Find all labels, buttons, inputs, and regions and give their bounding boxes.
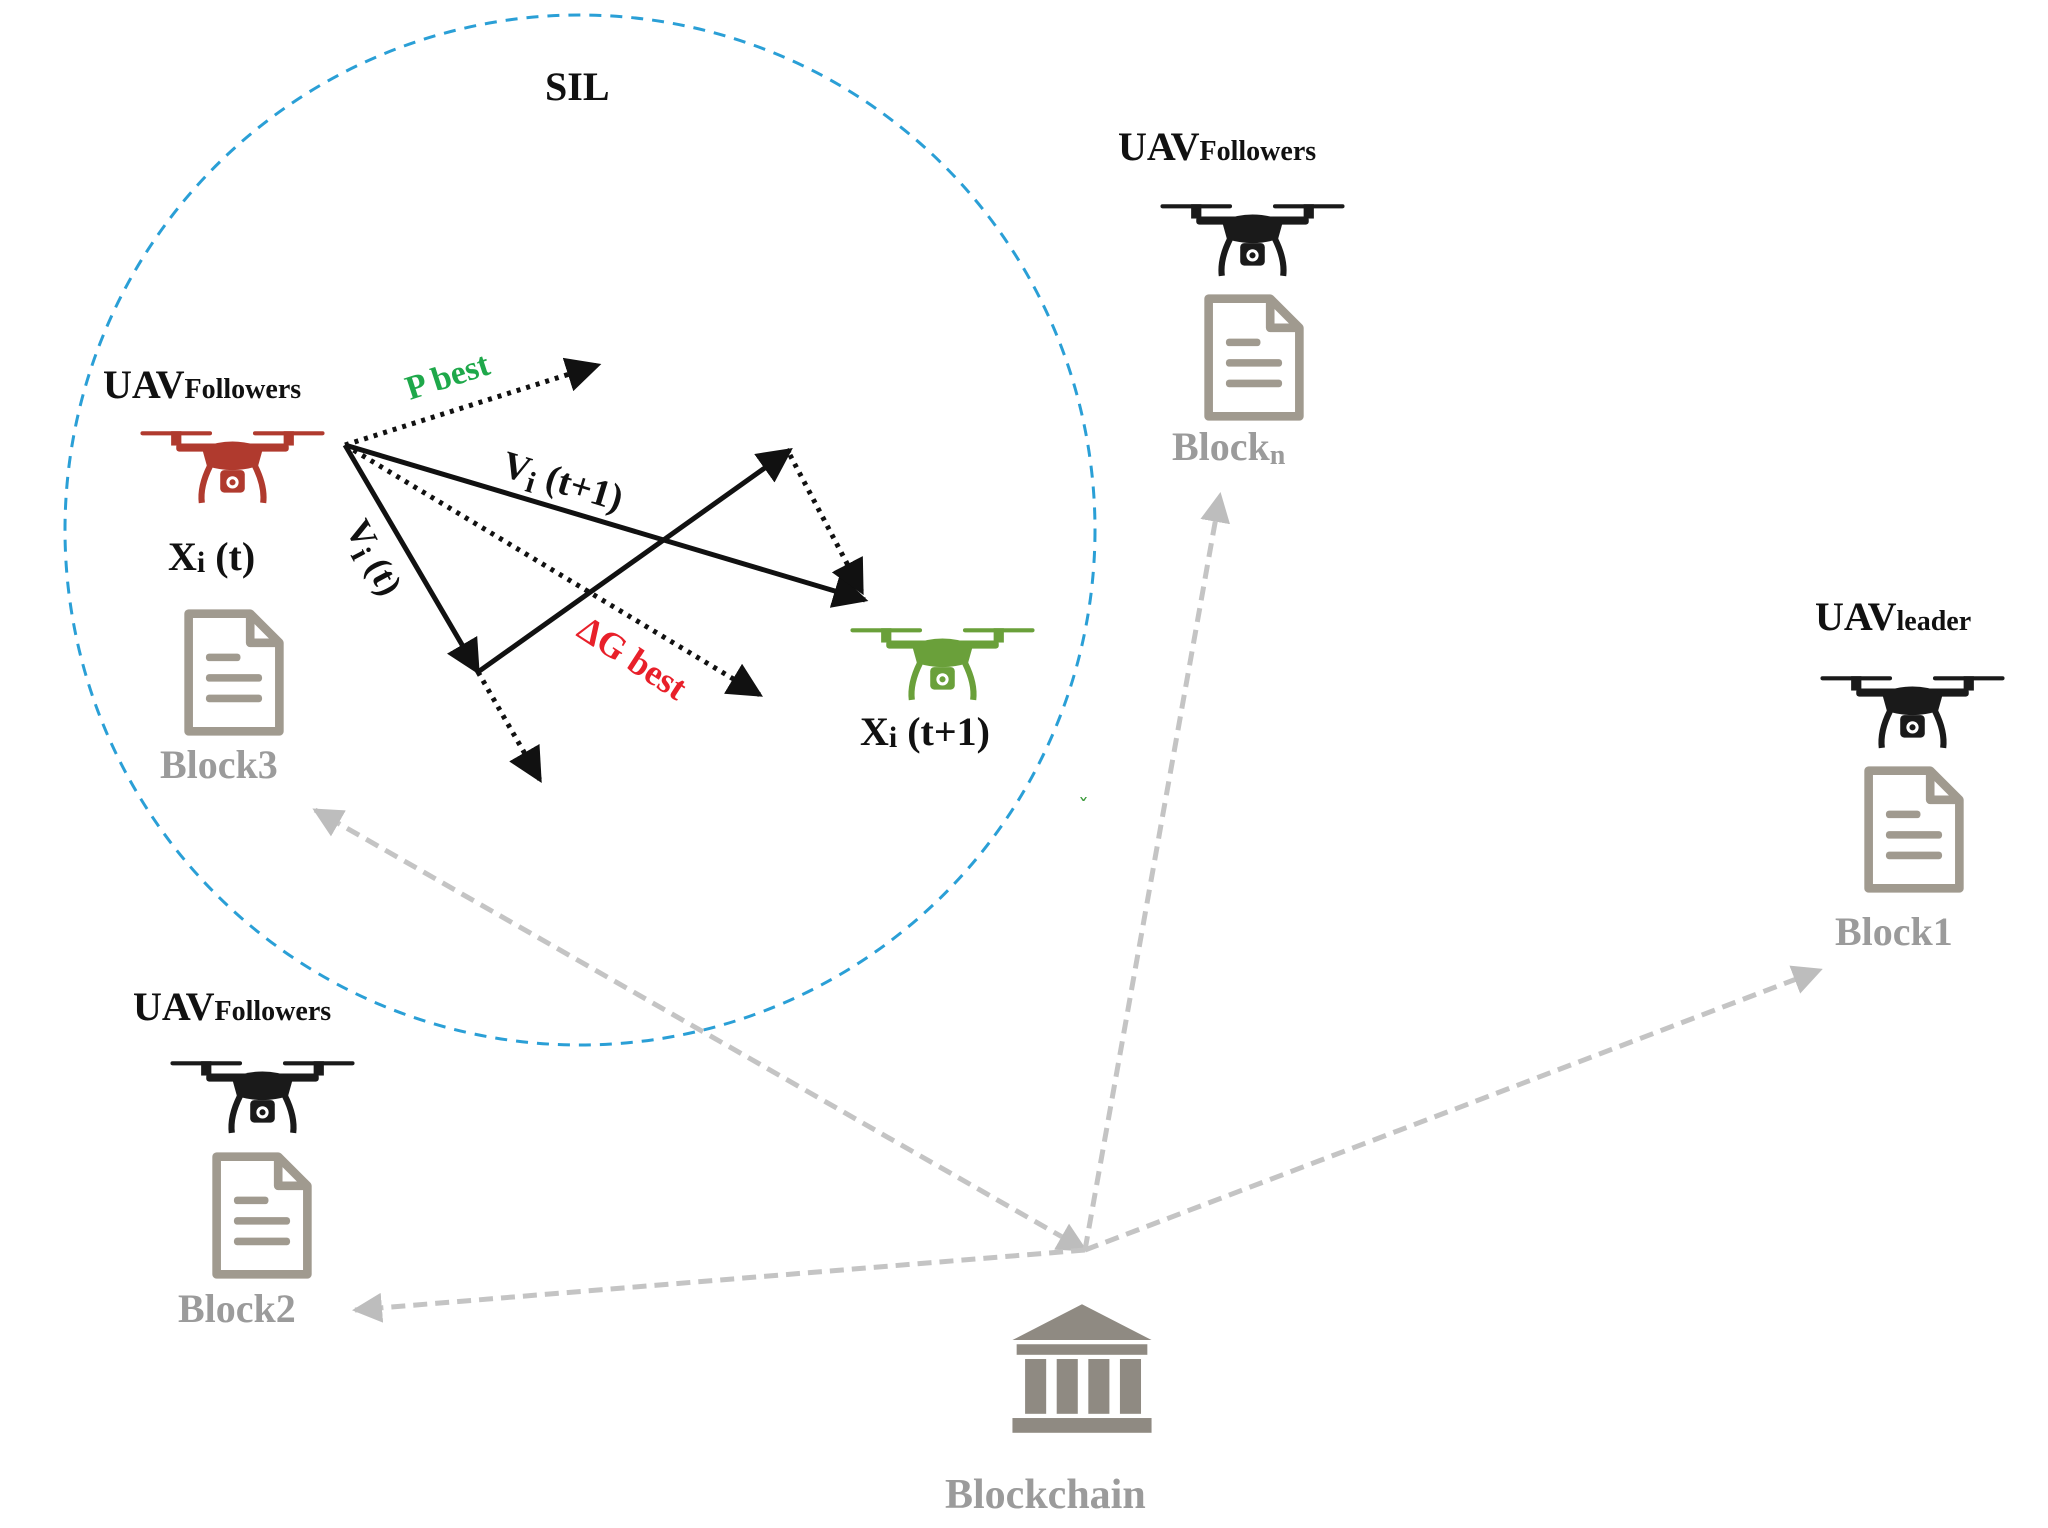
gbest-arrow xyxy=(343,442,763,698)
xi-t1-label: Xi (t+1) xyxy=(860,709,990,754)
link-to-block3 xyxy=(312,807,1088,1253)
drone-icon xyxy=(170,1061,354,1133)
sil-label: SIL xyxy=(545,64,610,109)
link-to-blockn xyxy=(1082,492,1231,1251)
vi-t-arrow xyxy=(342,443,481,676)
uav-followers-label-2: UAVFollowers xyxy=(133,984,331,1029)
gbest-label: ΔG best xyxy=(571,608,695,708)
document-icon xyxy=(1209,299,1300,417)
drone-icon xyxy=(140,431,324,503)
xi-t-label: Xi (t) xyxy=(168,534,255,579)
vi-t-extension xyxy=(475,670,543,784)
uav-followers-label-n: UAVFollowers xyxy=(1118,124,1316,169)
document-icon xyxy=(189,614,280,732)
block3-label: Block3 xyxy=(160,742,278,787)
link-to-block2 xyxy=(352,1247,1086,1323)
drone-icon xyxy=(850,628,1034,700)
bank-icon xyxy=(1012,1304,1151,1433)
vi-t1-label: Vi (t+1) xyxy=(496,443,629,525)
uav-leader-label: UAVleader xyxy=(1815,594,1971,639)
document-icon xyxy=(1869,771,1960,889)
block1-label: Block1 xyxy=(1835,909,1953,954)
blockn-label: Blockn xyxy=(1172,424,1286,471)
pbest-label: P best xyxy=(401,346,495,408)
closing-arrow xyxy=(787,453,865,596)
blockchain-label: Blockchain xyxy=(945,1472,1146,1518)
pso-vectors xyxy=(342,357,869,784)
link-to-block1 xyxy=(1084,965,1823,1253)
drone-icon xyxy=(1160,204,1344,276)
green-mark: ˇ xyxy=(1078,796,1089,821)
cross-arrow xyxy=(476,447,793,675)
uav-followers-label-red: UAVFollowers xyxy=(103,362,301,407)
vi-t-label: Vi (t) xyxy=(332,513,411,605)
drone-icon xyxy=(1820,676,2004,748)
vi-t1-arrow xyxy=(344,442,869,608)
document-icon xyxy=(217,1157,308,1275)
pbest-arrow xyxy=(344,357,602,448)
blockchain-links xyxy=(312,492,1823,1323)
sil-circle xyxy=(63,13,1097,1047)
block2-label: Block2 xyxy=(178,1286,296,1331)
